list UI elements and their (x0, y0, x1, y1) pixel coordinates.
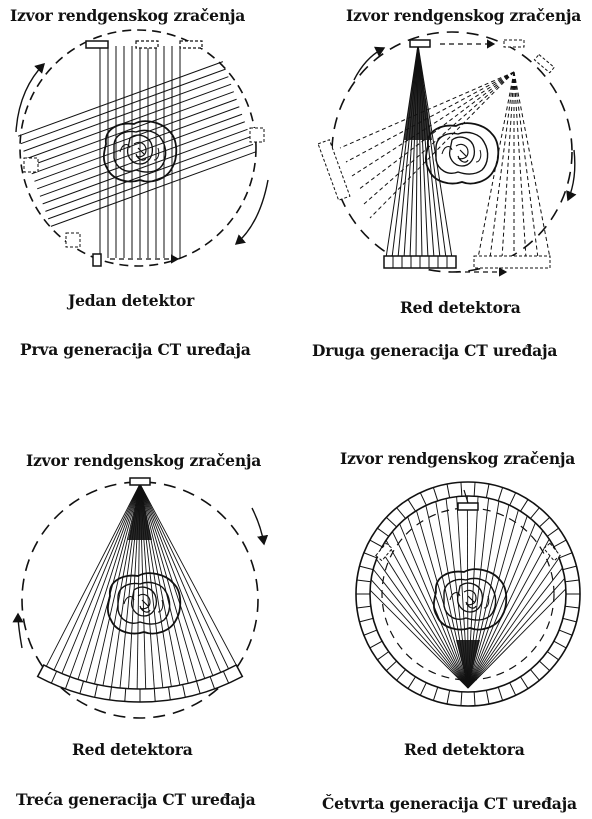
panel3-third-generation (18, 478, 264, 718)
panel2-dashed-fans (340, 72, 550, 258)
panel1-single-detector (93, 254, 101, 266)
panel1-source-tube (86, 41, 108, 48)
panel4-fourth-generation (356, 482, 580, 706)
panel2-gantry-circle (332, 32, 572, 272)
panel3-rotation-arrow (252, 508, 264, 544)
panel1-rotation-arrow (16, 64, 44, 132)
panel1-rotated-beams (18, 62, 256, 227)
panel3-source-tube (130, 478, 150, 485)
panel2-second-generation (318, 32, 575, 272)
panel1-parallel-beams (100, 46, 180, 258)
panel4-source-tube (458, 503, 478, 510)
panel2-source-tube (410, 40, 430, 47)
panel1-first-generation (16, 30, 268, 266)
